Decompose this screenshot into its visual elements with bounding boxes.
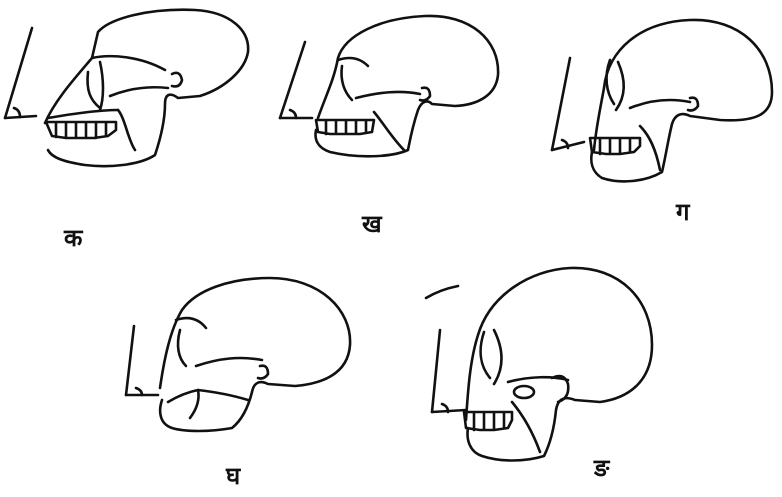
facial-angle-line <box>432 330 440 412</box>
figure-label-3: ग <box>676 200 690 224</box>
figure-label-5: ङ <box>594 456 609 480</box>
cheek-arch <box>508 377 568 382</box>
upper-teeth <box>464 412 512 430</box>
cranium-outline <box>466 268 652 461</box>
figure-label-2: ख <box>362 212 382 236</box>
figure-label-4: घ <box>226 464 240 488</box>
mastoid <box>552 376 568 402</box>
orbit <box>481 330 502 384</box>
figure-label-1: क <box>64 226 82 250</box>
ear-opening <box>514 386 534 398</box>
mandible <box>512 402 540 452</box>
stray-mark <box>426 286 458 298</box>
